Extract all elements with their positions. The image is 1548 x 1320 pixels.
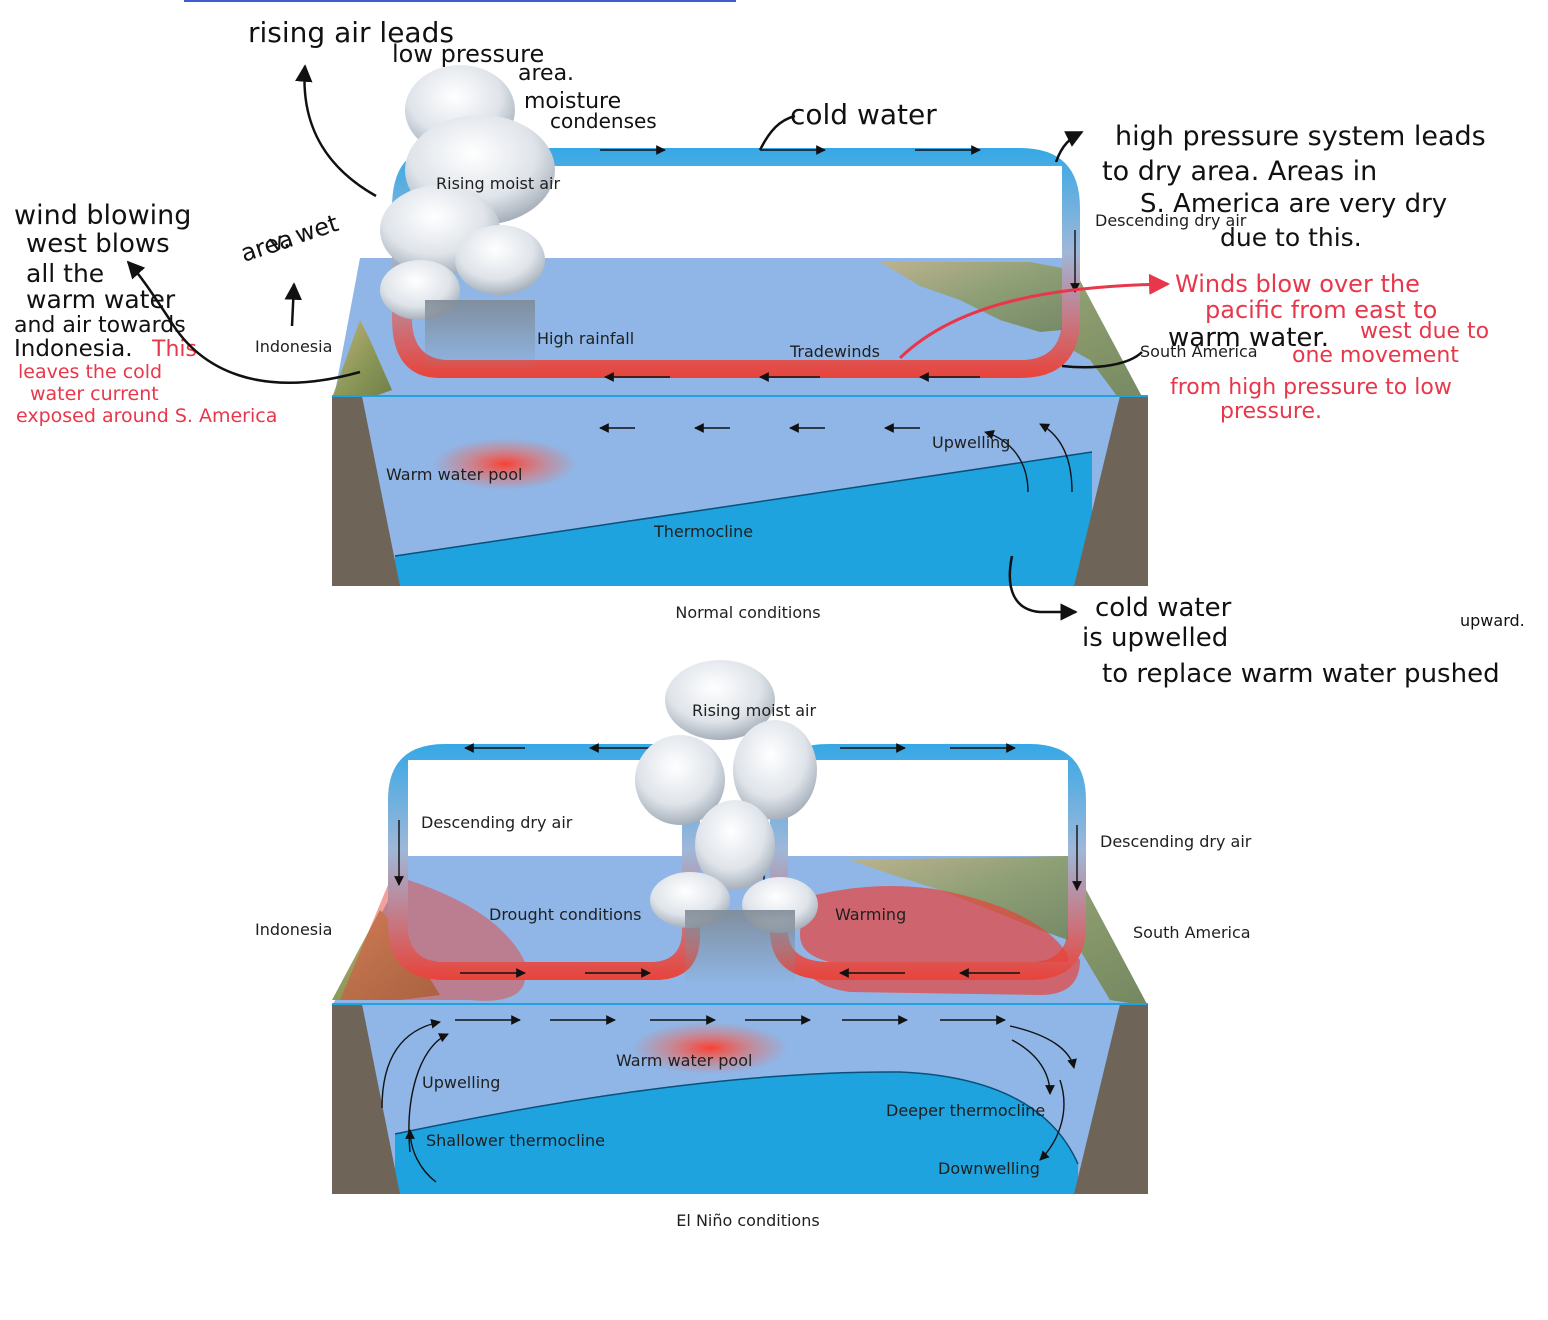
note-winds-arrow — [898, 273, 1171, 360]
normal-label-thermocline: Thermocline — [653, 522, 753, 541]
note-wind-2: west blows — [26, 229, 170, 259]
note-wind-arrow — [126, 260, 361, 384]
note-winds-1: Winds blow over the — [1175, 270, 1420, 298]
normal-label-descending: Descending dry air — [1095, 211, 1247, 230]
elnino-label-rising: Rising moist air — [692, 701, 816, 720]
elnino-rock-right — [1074, 1004, 1148, 1194]
note-rising-4: moisture — [524, 89, 621, 114]
note-winds-6: pressure. — [1220, 399, 1322, 424]
normal-label-warm-pool: Warm water pool — [386, 465, 522, 484]
note-high-1: high pressure system leads — [1115, 121, 1486, 152]
normal-rock-left — [332, 396, 400, 586]
normal-diagram: Rising moist air Descending dry air Indo… — [255, 65, 1258, 622]
normal-warm-pool — [433, 438, 577, 490]
elnino-label-descending-right: Descending dry air — [1100, 832, 1252, 851]
normal-land-america — [880, 258, 1148, 408]
note-wind-4: warm water — [26, 285, 176, 314]
note-rising-arrow — [295, 64, 377, 198]
note-wind-red-2: water current — [30, 383, 159, 405]
elnino-diagram: Rising moist air Descending dry air Desc… — [255, 660, 1252, 1230]
elnino-label-warm-pool: Warm water pool — [616, 1051, 752, 1070]
note-high-3: S. America are very dry — [1140, 189, 1447, 219]
elnino-current-arrows — [381, 1015, 1077, 1183]
note-upward: upward. — [1460, 611, 1525, 630]
note-rising-5: condenses — [550, 109, 657, 133]
normal-rock-right — [1074, 396, 1148, 586]
note-rising-2: low pressure — [392, 40, 544, 68]
note-wind-red-1: leaves the cold — [18, 361, 162, 383]
note-rising-1: rising air leads — [248, 16, 454, 49]
note-wind-red-3: exposed around S. America — [16, 405, 277, 427]
note-wind-1: wind blowing — [14, 200, 191, 231]
note-wind-5: and air towards — [14, 313, 186, 338]
normal-label-south-america: South America — [1140, 342, 1258, 361]
note-cold-2: is upwelled — [1082, 623, 1228, 653]
note-winds-2: pacific from east to — [1205, 296, 1437, 324]
note-cold-1: cold water — [1095, 593, 1232, 623]
note-cold-top: cold water — [790, 98, 937, 131]
note-warm-water: warm water. — [1168, 323, 1329, 353]
note-high-4: due to this. — [1220, 223, 1362, 252]
normal-label-rainfall: High rainfall — [537, 329, 634, 348]
elnino-label-south-america: South America — [1133, 923, 1251, 942]
handwritten-annotations: rising air leads low pressure area. mois… — [14, 16, 1525, 689]
note-cold-3: to replace warm water pushed — [1102, 659, 1500, 689]
normal-label-rising: Rising moist air — [436, 174, 560, 193]
note-cold-arrow — [1008, 555, 1078, 621]
elnino-warm-pool — [632, 1022, 788, 1074]
elnino-label-shallower: Shallower thermocline — [426, 1131, 605, 1150]
note-winds-3: west due to — [1360, 319, 1489, 344]
top-link-line — [184, 0, 736, 2]
elnino-label-upwelling: Upwelling — [422, 1073, 500, 1092]
normal-loop-arrows — [398, 145, 1080, 382]
normal-cloud — [380, 65, 555, 370]
note-rising-3: area. — [518, 61, 574, 86]
elnino-caption: El Niño conditions — [676, 1211, 819, 1230]
elnino-rock-left — [332, 1004, 400, 1194]
elnino-label-deeper: Deeper thermocline — [886, 1101, 1045, 1120]
normal-deep-layer — [395, 452, 1092, 586]
note-wind-this: This — [151, 337, 197, 362]
note-vwet: v. wet — [265, 209, 342, 258]
normal-rain — [425, 300, 535, 370]
elnino-label-descending-left: Descending dry air — [421, 813, 573, 832]
normal-label-tradewinds: Tradewinds — [789, 342, 880, 361]
normal-land-indonesia — [332, 320, 392, 398]
normal-label-indonesia: Indonesia — [255, 337, 332, 356]
note-wind-3: all the — [26, 259, 104, 288]
note-winds-5: from high pressure to low — [1170, 375, 1452, 400]
normal-label-upwelling: Upwelling — [932, 433, 1010, 452]
normal-caption: Normal conditions — [675, 603, 820, 622]
elnino-label-drought: Drought conditions — [489, 905, 641, 924]
note-winds-4: one movement — [1292, 343, 1459, 368]
elnino-label-warming: Warming — [835, 905, 906, 924]
note-high-2: to dry area. Areas in — [1102, 156, 1377, 187]
elnino-rain — [685, 910, 795, 985]
note-wind-6: Indonesia. — [14, 336, 133, 362]
elnino-cloud — [635, 660, 818, 985]
normal-current-arrows — [599, 423, 1073, 493]
elnino-label-downwelling: Downwelling — [938, 1159, 1040, 1178]
elnino-label-indonesia: Indonesia — [255, 920, 332, 939]
